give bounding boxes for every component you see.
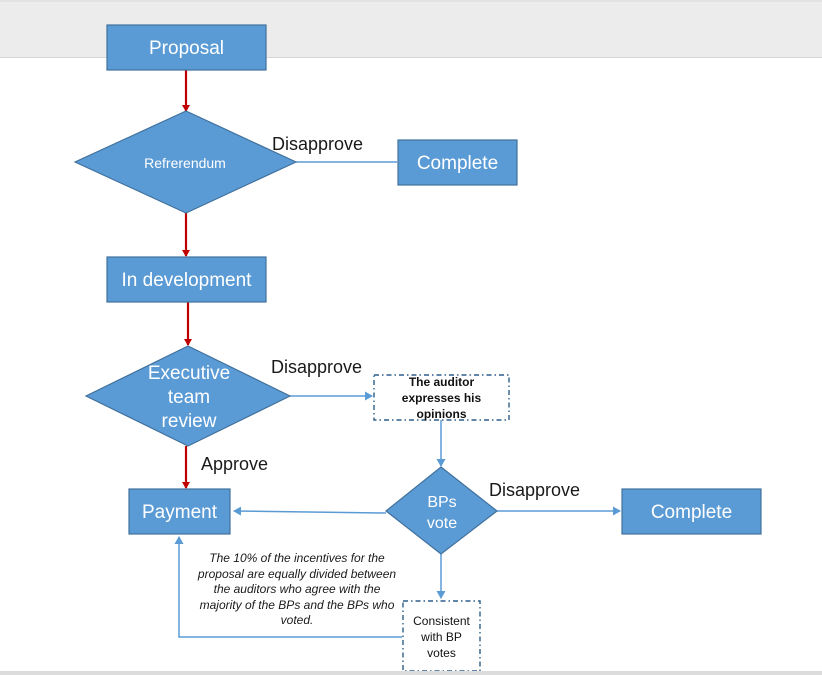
node-auditor-opinions: The auditor expresses his opinions bbox=[373, 374, 510, 421]
incentive-distribution-note: The 10% of the incentives for the propos… bbox=[197, 551, 397, 627]
node-proposal-label: Proposal bbox=[149, 38, 224, 59]
node-complete-top-label: Complete bbox=[417, 153, 498, 174]
node-consistent-votes-line-2: with BP bbox=[420, 630, 462, 644]
node-bps-vote-line-2: vote bbox=[427, 515, 457, 532]
node-proposal: Proposal bbox=[106, 24, 267, 71]
node-complete-bottom-label: Complete bbox=[651, 502, 732, 523]
node-executive-review-line-3: review bbox=[162, 411, 217, 432]
node-payment: Payment bbox=[128, 488, 231, 535]
bottom-border bbox=[0, 671, 822, 675]
node-referendum: Refrerendum bbox=[73, 110, 298, 214]
node-in-development-label: In development bbox=[122, 270, 253, 291]
node-auditor-opinions-line-1: The auditor bbox=[409, 375, 475, 389]
node-auditor-opinions-line-3: opinions bbox=[417, 407, 467, 421]
edge-label-bps-disapprove: Disapprove bbox=[489, 480, 580, 500]
node-referendum-label: Refrerendum bbox=[144, 155, 226, 171]
node-auditor-opinions-line-2: expresses his bbox=[402, 391, 482, 405]
node-in-development: In development bbox=[106, 256, 267, 303]
node-consistent-votes-line-3: votes bbox=[427, 646, 456, 660]
node-consistent-votes-line-1: Consistent bbox=[413, 614, 470, 628]
node-executive-review-line-1: Executive bbox=[148, 363, 230, 384]
node-executive-review: Executive team review bbox=[84, 345, 292, 447]
node-executive-review-line-2: team bbox=[168, 387, 210, 408]
node-complete-bottom: Complete bbox=[621, 488, 762, 535]
arrow-bps-vote-to-payment bbox=[233, 506, 387, 516]
node-complete-top: Complete bbox=[397, 139, 518, 186]
node-payment-label: Payment bbox=[142, 502, 218, 523]
node-consistent-votes: Consistent with BP votes bbox=[402, 600, 481, 672]
edge-label-executive-approve: Approve bbox=[201, 454, 268, 474]
edge-label-executive-disapprove: Disapprove bbox=[271, 357, 362, 377]
arrow-consistent-to-payment bbox=[174, 536, 402, 638]
edge-label-referendum-disapprove: Disapprove bbox=[272, 134, 363, 154]
node-bps-vote-line-1: BPs bbox=[427, 494, 456, 511]
node-bps-vote: BPs vote bbox=[385, 466, 498, 555]
